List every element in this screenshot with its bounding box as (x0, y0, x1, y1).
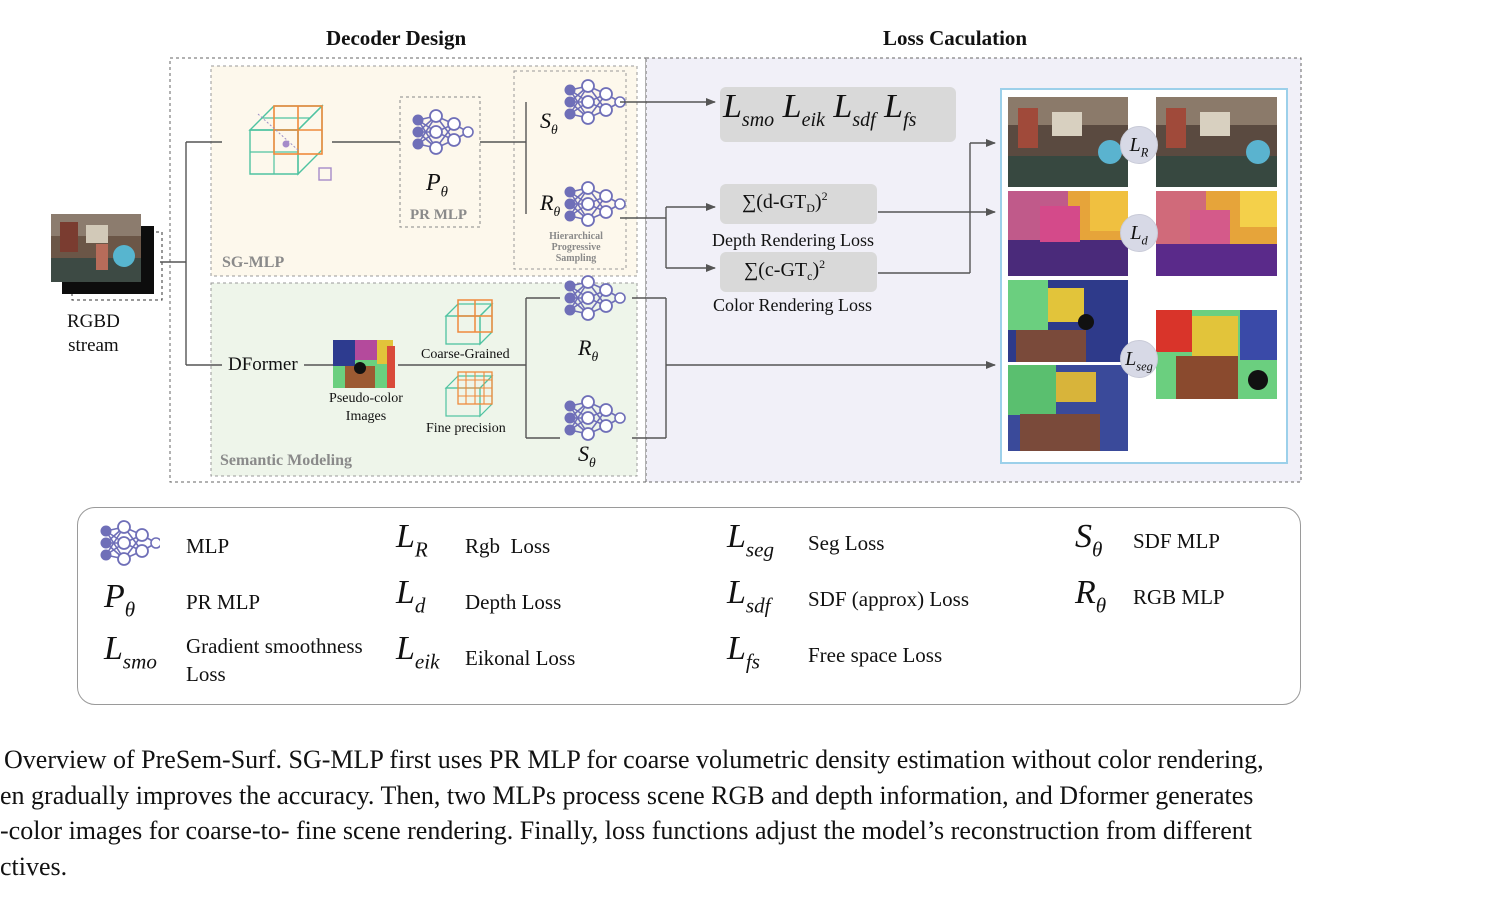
pseudo-label: Pseudo-color Images (329, 391, 403, 424)
input-label-line2: stream (68, 335, 119, 356)
legend-box (77, 507, 1301, 705)
geometry-loss-terms: Lsmo Leik Lsdf Lfs (723, 88, 917, 131)
depth-loss-formula: ∑(d-GTD)2 (742, 189, 828, 215)
geometry-loss-box (720, 87, 956, 142)
pseudo-color-image (333, 340, 395, 388)
caption-line-1: Overview of PreSem-Surf. SG-MLP first us… (4, 745, 1264, 774)
legend-depth-loss-text: Depth Loss (465, 590, 562, 614)
depth-gt-right (1156, 191, 1277, 276)
legend-fs-text: Free space Loss (808, 643, 943, 667)
legend-lsdf-symbol: Lsdf (727, 574, 771, 618)
legend-r-symbol: Rθ (1075, 574, 1107, 618)
color-loss-label: Color Rendering Loss (713, 295, 872, 315)
color-loss-box (720, 252, 877, 292)
coarse-label: Coarse-Grained (421, 347, 510, 362)
architecture-diagram (51, 57, 1302, 483)
sem-sdf-symbol: Sθ (578, 441, 596, 471)
legend-mlp-text: MLP (186, 534, 230, 558)
seg-loss-circle: Lseg (1120, 340, 1158, 378)
depth-loss-box (720, 184, 877, 224)
legend-pr-text: PR MLP (186, 590, 261, 614)
input-label: RGBD stream (67, 310, 120, 358)
semantic-label: Semantic Modeling (220, 452, 352, 469)
legend-ld-symbol: Ld (396, 574, 426, 618)
legend-rgb-mlp-text: RGB MLP (1133, 585, 1225, 609)
seg-render-bottom (1008, 365, 1128, 451)
legend-lseg-symbol: Lseg (727, 518, 775, 562)
fine-label: Fine precision (426, 421, 506, 436)
voxel-grid (248, 104, 332, 181)
legend-lr-symbol: LR (396, 518, 428, 562)
sampling-label: Hierarchical Progressive Sampling (549, 231, 603, 264)
caption-line-4: ctives. (0, 852, 68, 881)
legend-leik-symbol: Leik (396, 630, 440, 674)
depth-loss-label: Depth Rendering Loss (712, 230, 874, 250)
pr-mlp-symbol: Pθ (426, 170, 448, 201)
seg-render-top (1008, 280, 1128, 362)
input-label-line1: RGBD (67, 311, 120, 332)
mlp-icon (100, 520, 160, 566)
dformer-label: DFormer (228, 354, 298, 375)
depth-render-left (1008, 191, 1128, 276)
sem-rgb-symbol: Rθ (578, 335, 599, 365)
rgb-loss-circle: LR (1120, 126, 1158, 164)
rgb-symbol: Rθ (540, 190, 561, 220)
sampling-box (513, 70, 627, 270)
pr-mlp-box (399, 96, 481, 228)
legend-p-symbol: Pθ (104, 578, 136, 622)
seg-gt-right (1156, 310, 1277, 399)
sg-mlp-label: SG-MLP (222, 254, 285, 271)
decoder-header: Decoder Design (326, 26, 467, 50)
depth-loss-circle: Ld (1120, 214, 1158, 252)
legend-lfs-symbol: Lfs (727, 630, 760, 674)
caption-line-3: -color images for coarse-to- fine scene … (0, 816, 1252, 845)
legend-rgb-loss-text: Rgb Loss (465, 534, 551, 558)
pr-mlp-label: PR MLP (410, 207, 468, 223)
legend-eikonal-text: Eikonal Loss (465, 646, 576, 670)
legend-smo-text: Gradient smoothness Loss (186, 634, 363, 686)
legend-sdf-mlp-text: SDF MLP (1133, 529, 1220, 553)
legend-lsmo-symbol: Lsmo (104, 630, 157, 674)
color-loss-formula: ∑(c-GTc)2 (744, 257, 826, 283)
legend-s-symbol: Sθ (1075, 518, 1103, 562)
sdf-symbol: Sθ (540, 108, 558, 138)
loss-header: Loss Caculation (883, 26, 1028, 50)
coarse-grid (444, 299, 494, 346)
rgb-gt-right (1156, 97, 1277, 187)
caption-line-2: en gradually improves the accuracy. Then… (0, 781, 1254, 810)
legend-seg-text: Seg Loss (808, 531, 885, 555)
fine-grid (444, 371, 494, 418)
legend-sdf-text: SDF (approx) Loss (808, 587, 969, 611)
input-rgb-image (51, 214, 141, 282)
semantic-region (210, 282, 638, 477)
rgb-render-left (1008, 97, 1128, 187)
